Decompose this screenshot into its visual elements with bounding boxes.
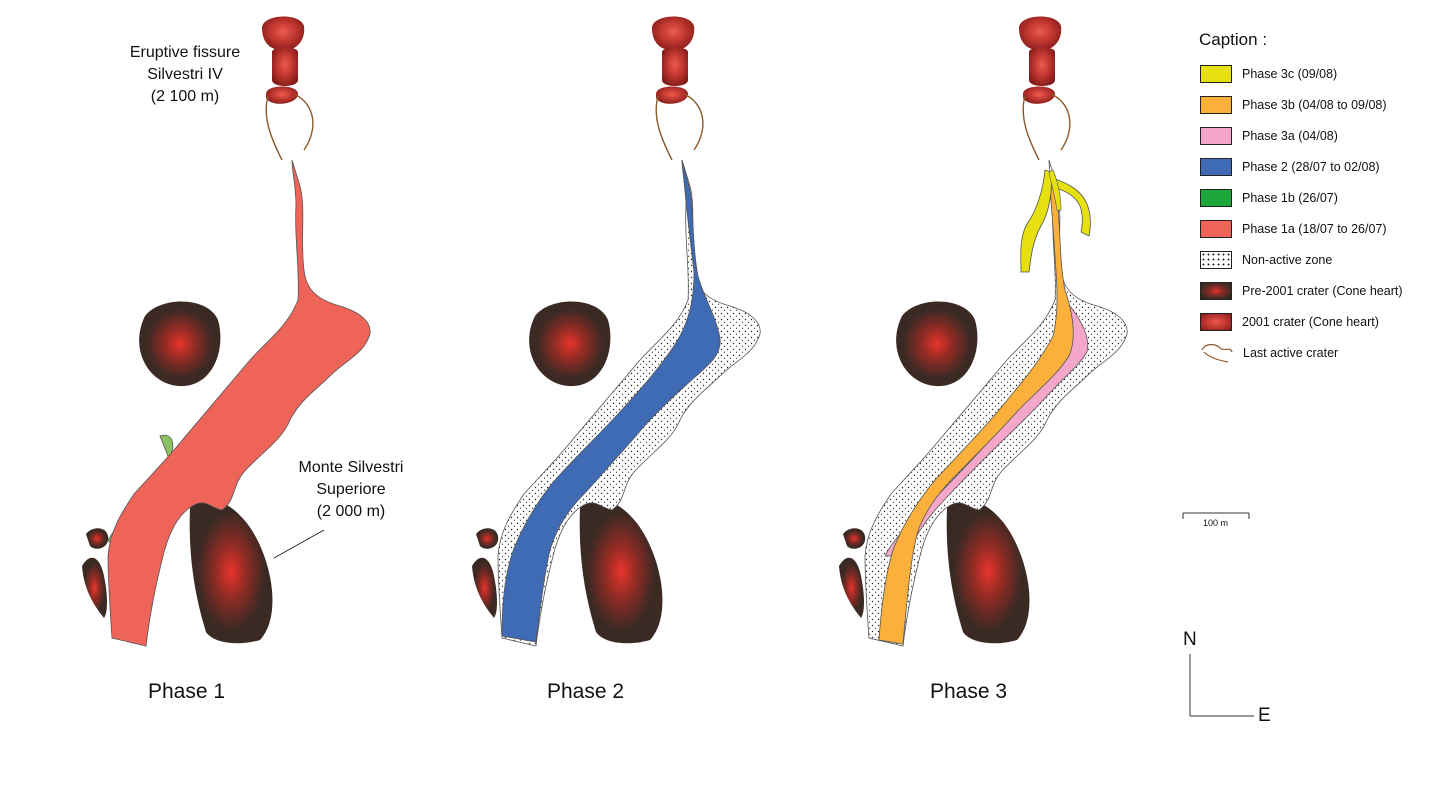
scale-label: 100 m [1203,518,1229,528]
fissure-label: Eruptive fissure Silvestri IV (2 100 m) [110,42,260,108]
monte-leader-line [273,529,325,559]
fissure-label-line2: Silvestri IV [147,66,223,83]
legend-label: Phase 1b (26/07) [1242,191,1338,205]
legend-swatch [1200,65,1232,83]
caption-title: Caption : [1199,30,1268,49]
legend-item: Non-active zone [1200,248,1332,272]
monte-label-line2: Superiore [316,481,386,498]
legend-swatch [1200,96,1232,114]
phase2-map [471,15,761,647]
legend-label: Phase 3b (04/08 to 09/08) [1242,98,1387,112]
compass-lines [1189,654,1254,717]
legend-swatch [1200,251,1232,269]
fissure-label-line1: Eruptive fissure [129,44,241,61]
legend-label: Phase 1a (18/07 to 26/07) [1242,222,1387,236]
legend-item: Last active crater [1200,341,1338,365]
legend-item: Phase 3a (04/08) [1200,124,1338,148]
legend-item: Phase 3c (09/08) [1200,62,1337,86]
legend-swatch [1200,220,1232,238]
legend-swatch [1200,127,1232,145]
monte-label-line1: Monte Silvestri [298,459,404,476]
phase3c-flow-center [1048,169,1062,211]
legend-swatch [1200,282,1232,300]
legend-label: Last active crater [1243,346,1339,360]
compass-north: N [1183,629,1197,650]
legend-swatch [1200,158,1232,176]
monte-label: Monte Silvestri Superiore (2 000 m) [276,457,426,523]
legend-label: Non-active zone [1242,253,1333,267]
legend-label: Phase 2 (28/07 to 02/08) [1242,160,1380,174]
phase3b-flow [878,171,1074,645]
fissure-label-line3: (2 100 m) [150,88,220,105]
legend-label: Phase 3c (09/08) [1242,67,1338,81]
phase3-map [838,15,1128,647]
legend-label: 2001 crater (Cone heart) [1242,315,1379,329]
legend-item: Phase 1b (26/07) [1200,186,1338,210]
monte-label-line3: (2 000 m) [316,503,386,520]
phase2-title: Phase 2 [547,680,625,703]
compass-east: E [1258,705,1271,726]
legend-item: Phase 2 (28/07 to 02/08) [1200,155,1380,179]
phase1-map [81,15,371,647]
legend-label: Pre-2001 crater (Cone heart) [1242,284,1403,298]
phase3-title: Phase 3 [930,680,1008,703]
phase1-title: Phase 1 [148,680,226,703]
legend-item: 2001 crater (Cone heart) [1200,310,1379,334]
legend-item: Phase 1a (18/07 to 26/07) [1200,217,1387,241]
legend-label: Phase 3a (04/08) [1242,129,1338,143]
phase2-flow [501,159,721,643]
legend-item: Pre-2001 crater (Cone heart) [1200,279,1403,303]
legend-swatch [1200,189,1232,207]
legend-swatch [1200,313,1232,331]
phase1a-flow [107,159,371,647]
scale-bar [1182,512,1250,519]
legend-item: Phase 3b (04/08 to 09/08) [1200,93,1387,117]
phase3c-flow-left [1020,169,1052,273]
crater-curve-icon [1201,343,1233,363]
